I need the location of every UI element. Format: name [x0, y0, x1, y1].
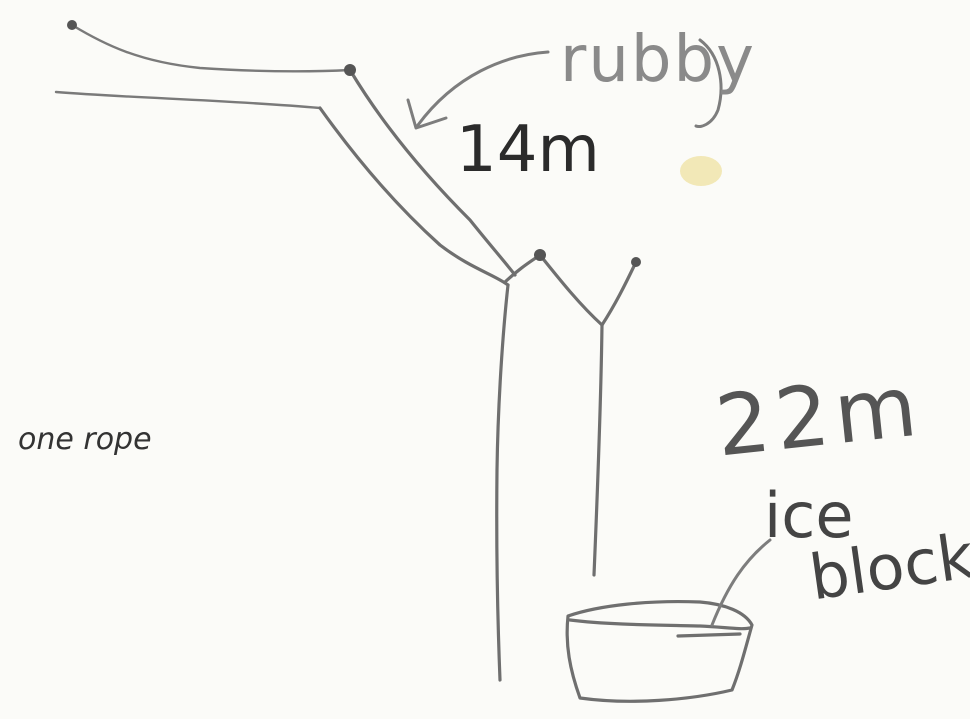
rubby-label: rubby [560, 28, 756, 92]
top-length-label: 14m [456, 118, 600, 182]
ice-block-outline [567, 602, 752, 702]
ice-block-top-edge [570, 620, 750, 629]
paper-smudge [680, 156, 722, 186]
ice-block-rope-slot [678, 634, 740, 636]
rope-note-label: one rope [18, 425, 152, 455]
bolt-right [631, 257, 641, 267]
bolt-junction [534, 249, 546, 261]
bottom-length-label: 22m [712, 363, 926, 468]
v-anchor-rope [594, 325, 602, 575]
anchor-strand-top [72, 25, 350, 71]
anchor-strand-lower [56, 92, 320, 108]
bolt-top-left [67, 20, 77, 30]
v-anchor-left-arm [540, 255, 602, 325]
main-rope-vertical [497, 285, 508, 680]
v-anchor-right-arm [602, 262, 636, 325]
bolt-top-middle [344, 64, 356, 76]
